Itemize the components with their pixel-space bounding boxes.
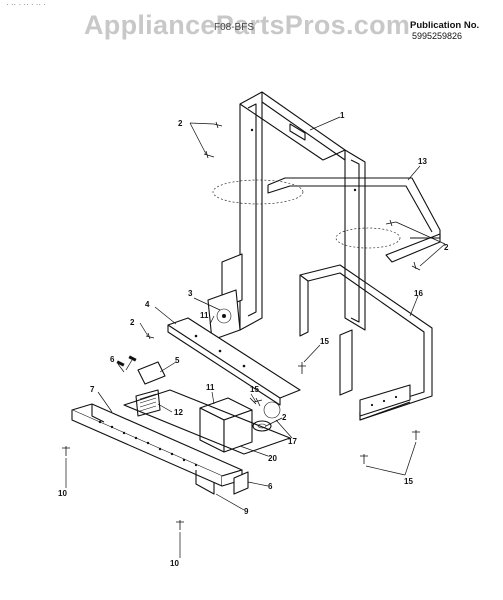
site-watermark: AppliancePartsPros.com: [84, 10, 411, 40]
callout-11-upper: 11: [200, 311, 209, 320]
callout-2-right: 2: [444, 243, 449, 252]
callout-2-box: 2: [282, 413, 287, 422]
header-scrap-text: · ·· · ·· · ·· ·: [6, 0, 46, 9]
callout-15-bottom: 15: [404, 477, 413, 486]
page-header: · ·· · ·· · ·· · AppliancePartsPros.com …: [0, 0, 503, 50]
callout-5: 5: [175, 356, 180, 365]
callout-6-left: 6: [110, 355, 115, 364]
callout-12: 12: [174, 408, 183, 417]
callout-9: 9: [244, 507, 249, 516]
callout-10-left: 10: [58, 489, 67, 498]
callout-17: 17: [288, 437, 297, 446]
callout-15-mid: 15: [320, 337, 329, 346]
part-16-lower-frame: [299, 264, 433, 421]
callout-leader-lines: [65, 116, 446, 558]
part-17-base-plate: [123, 389, 291, 455]
part-4-mounting-bar: [167, 317, 301, 406]
part-12-coil-block: [135, 389, 161, 417]
callout-7: 7: [90, 385, 95, 394]
callout-3: 3: [188, 289, 193, 298]
callout-11-lower: 11: [206, 383, 215, 392]
callout-6-right: 6: [268, 482, 273, 491]
part-3-switch-module: [207, 253, 243, 341]
part-9-front-rail: [71, 403, 249, 495]
part-5-small-switch: [116, 355, 166, 385]
callout-labels: 2 1 13 2 3 4 11 2 5 6 7 12 11 15 2 15 16…: [58, 111, 449, 568]
model-code: F08-BFS: [214, 22, 255, 33]
part-1-upright-frame: [239, 91, 366, 331]
callout-13: 13: [418, 157, 427, 166]
callout-20: 20: [268, 454, 277, 463]
callout-2-top-left: 2: [178, 119, 183, 128]
publication-number: 5995259826: [412, 31, 463, 41]
guide-oval-lower: [335, 227, 401, 249]
callout-15-center: 15: [250, 385, 259, 394]
callout-2-mid: 2: [130, 318, 135, 327]
publication-label: Publication No.: [410, 20, 480, 31]
front-rail-holes: [98, 420, 198, 467]
callout-16: 16: [414, 289, 423, 298]
callout-1: 1: [340, 111, 345, 120]
callout-10-bottom: 10: [170, 559, 179, 568]
callout-4: 4: [145, 300, 150, 309]
screw-icon: [62, 121, 421, 530]
guide-oval-upper: [212, 179, 304, 205]
